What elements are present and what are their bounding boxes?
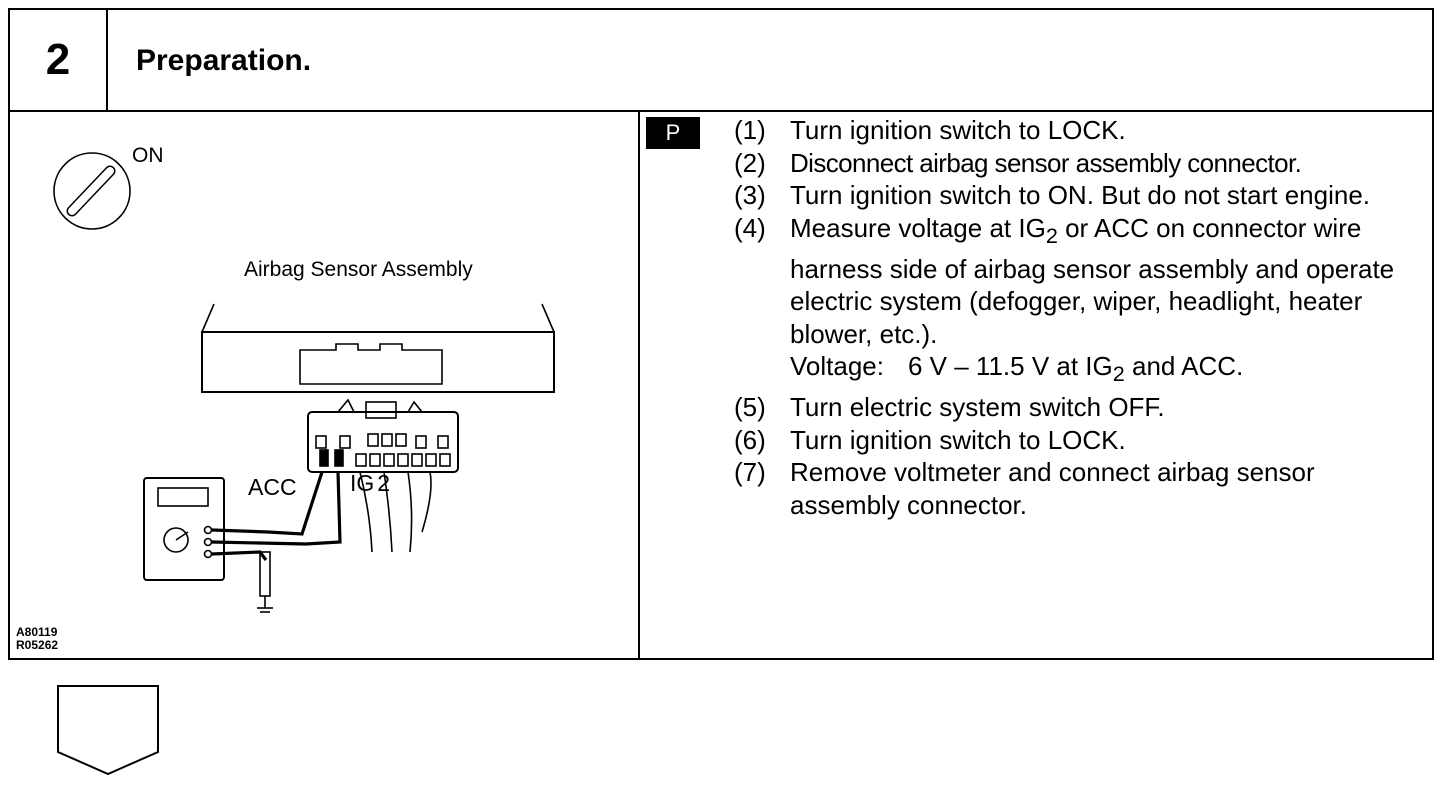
voltmeter-diagram: [53, 152, 555, 613]
step-header: 2 Preparation.: [10, 10, 1432, 112]
procedure-frame: 2 Preparation.: [8, 8, 1434, 660]
step-5: (5)Turn electric system switch OFF.: [734, 392, 1165, 423]
continue-tab-icon: [57, 685, 159, 776]
step-1: (1)Turn ignition switch to LOCK.: [734, 115, 1126, 145]
voltmeter-icon: [143, 477, 225, 581]
procedure-steps: (1)Turn ignition switch to LOCK. (2)Disc…: [734, 114, 1424, 522]
acc-probe-label: ACC: [248, 474, 297, 500]
ignition-switch-icon: [53, 152, 131, 230]
figure-code-2: R05262: [16, 638, 59, 652]
switch-on-label: ON: [132, 144, 164, 167]
sensor-assembly-label: Airbag Sensor Assembly: [244, 258, 473, 281]
voltage-spec: Voltage:6 V – 11.5 V at IG2 and ACC.: [790, 351, 1244, 387]
procedure-badge: P: [646, 117, 700, 149]
ground-icon: [257, 551, 273, 613]
harness-connector-icon: [307, 398, 459, 553]
step-number: 2: [10, 10, 108, 110]
figure-code-1: A80119: [16, 625, 58, 639]
step-4: (4)Measure voltage at IG2 or ACC on conn…: [734, 212, 1395, 349]
step-title: Preparation.: [136, 44, 312, 77]
sensor-assembly-icon: [201, 303, 555, 393]
step-6: (6)Turn ignition switch to LOCK.: [734, 424, 1126, 455]
step-2: (2)Disconnect airbag sensor assembly con…: [734, 147, 1302, 178]
step-3: (3)Turn ignition switch to ON. But do no…: [734, 180, 1370, 211]
step-7: (7)Remove voltmeter and connect airbag s…: [734, 457, 1315, 520]
